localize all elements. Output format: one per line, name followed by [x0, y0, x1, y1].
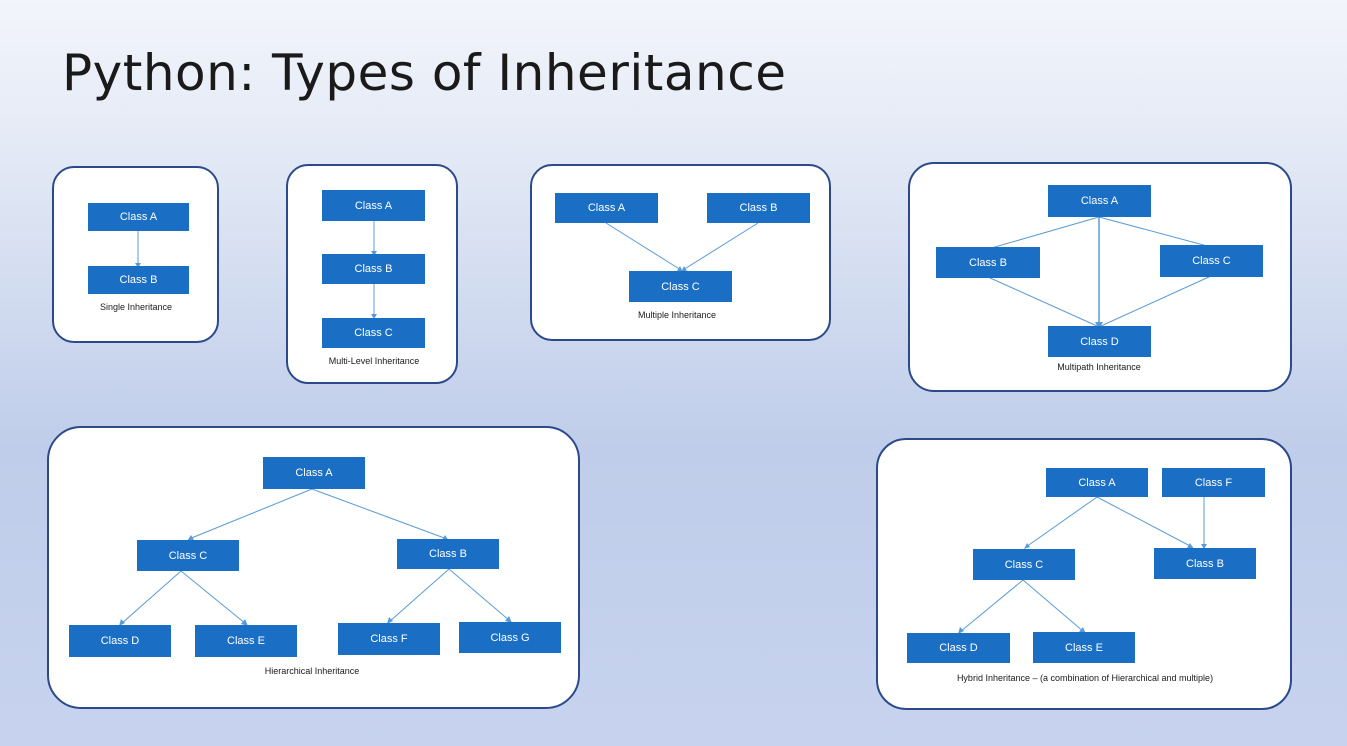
single-edges — [135, 231, 141, 268]
multiple-inheritance-panel: Class A Class B Class C Multiple Inherit… — [530, 164, 831, 341]
diagram-caption: Multipath Inheritance — [1057, 362, 1141, 372]
diagram-caption: Multiple Inheritance — [637, 310, 717, 320]
multiple-edges — [605, 222, 759, 272]
edge-a-c — [1025, 496, 1098, 548]
edge-b-f — [388, 568, 450, 623]
arrowhead — [681, 266, 687, 272]
edge-b-g — [448, 568, 511, 622]
class-c-node: Class C — [137, 540, 239, 571]
class-a-node: Class A — [1048, 185, 1151, 217]
class-b-node: Class B — [1154, 548, 1256, 579]
class-b-node: Class B — [88, 266, 189, 294]
class-a-node: Class A — [1046, 468, 1148, 497]
arrowhead — [187, 535, 194, 541]
edge-a-c — [605, 222, 682, 271]
class-g-node: Class G — [459, 622, 561, 653]
class-a-node: Class A — [88, 203, 189, 231]
class-a-node: Class A — [263, 457, 365, 489]
arrowhead — [505, 616, 512, 623]
arrowhead — [119, 619, 125, 626]
class-e-node: Class E — [1033, 632, 1135, 663]
edge-c-d — [1100, 275, 1212, 327]
edge-c-e — [1022, 579, 1085, 633]
class-c-node: Class C — [322, 318, 425, 348]
class-f-node: Class F — [1162, 468, 1265, 497]
edge-c-d — [959, 579, 1024, 633]
arrowhead — [677, 266, 683, 272]
edge-a-b — [1096, 496, 1193, 548]
arrowhead — [1187, 543, 1194, 549]
hybrid-inheritance-panel: Class A Class F Class C Class B Class D … — [876, 438, 1292, 710]
arrowhead — [241, 619, 248, 626]
edge-b-c — [682, 222, 759, 271]
hierarchical-edges — [119, 488, 512, 626]
edge-a-b — [987, 216, 1100, 250]
class-c-node: Class C — [629, 271, 732, 302]
hierarchical-inheritance-panel: Class A Class C Class B Class D Class E … — [47, 426, 580, 709]
diagram-caption: Hierarchical Inheritance — [264, 666, 360, 676]
arrowhead — [371, 314, 377, 319]
class-b-node: Class B — [707, 193, 810, 223]
edge-c-e — [180, 570, 247, 625]
class-d-node: Class D — [907, 633, 1010, 663]
diagram-caption: Multi-Level Inheritance — [328, 356, 420, 366]
edge-b-d — [987, 276, 1098, 327]
edge-a-c — [188, 488, 313, 540]
class-c-node: Class C — [973, 549, 1075, 580]
page-title: Python: Types of Inheritance — [62, 44, 787, 102]
arrowhead — [387, 617, 393, 624]
class-a-node: Class A — [322, 190, 425, 221]
class-b-node: Class B — [936, 247, 1040, 278]
arrowhead — [371, 251, 377, 256]
class-d-node: Class D — [69, 625, 171, 657]
arrowhead — [1095, 322, 1103, 329]
class-e-node: Class E — [195, 625, 297, 657]
arrowhead — [958, 627, 964, 634]
multilevel-edges — [371, 221, 377, 319]
class-b-node: Class B — [397, 539, 499, 569]
arrowhead — [1024, 543, 1030, 549]
edge-a-c — [1098, 216, 1212, 248]
class-b-node: Class B — [322, 254, 425, 284]
multilevel-inheritance-panel: Class A Class B Class C Multi-Level Inhe… — [286, 164, 458, 384]
class-d-node: Class D — [1048, 326, 1151, 357]
arrowhead — [1201, 544, 1207, 549]
diagram-caption: Single Inheritance — [99, 302, 173, 312]
class-f-node: Class F — [338, 623, 440, 655]
edge-c-d — [120, 570, 182, 625]
class-c-node: Class C — [1160, 245, 1263, 277]
multipath-inheritance-panel: Class A Class B Class C Class D Multipat… — [908, 162, 1292, 392]
single-inheritance-panel: Class A Class B Single Inheritance — [52, 166, 219, 343]
arrowhead — [135, 263, 141, 268]
edge-a-b — [311, 488, 448, 540]
diagram-caption: Hybrid Inheritance – (a combination of H… — [956, 673, 1214, 683]
class-a-node: Class A — [555, 193, 658, 223]
multipath-edges — [987, 216, 1212, 329]
